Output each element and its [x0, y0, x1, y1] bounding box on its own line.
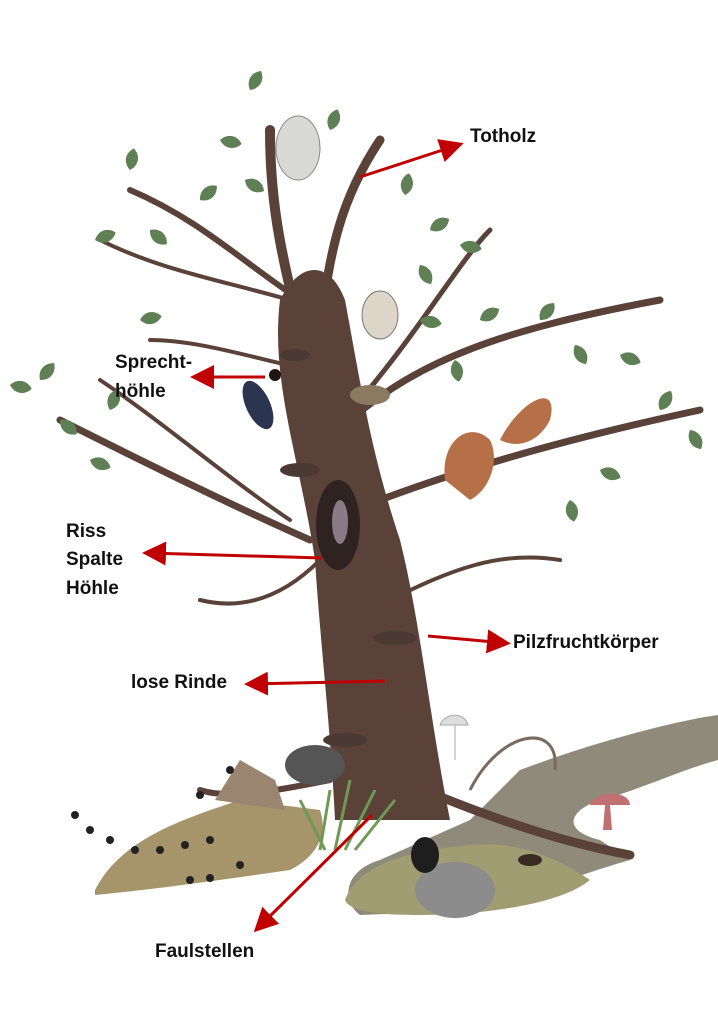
label-totholz: Totholz	[470, 126, 537, 147]
arrow-rinde	[244, 671, 386, 696]
arrow-pilz	[427, 629, 511, 654]
label-riss: Riss	[66, 521, 107, 542]
arrow-faulstellen	[253, 813, 374, 933]
arrows	[142, 139, 511, 933]
arrow-totholz	[359, 139, 464, 179]
bat	[332, 500, 348, 544]
mushrooms-white	[439, 714, 469, 760]
nest	[350, 385, 390, 405]
squirrel	[444, 398, 552, 500]
beetles	[71, 766, 244, 884]
mushroom	[590, 793, 630, 830]
woodpecker	[242, 380, 274, 430]
fern	[468, 736, 557, 791]
label-spechthoehle-line2: höhle	[115, 381, 166, 402]
label-spechthoehle-line1: Sprecht-	[115, 352, 193, 373]
label-spalte: Spalte	[66, 549, 124, 570]
label-faulstellen: Faulstellen	[155, 941, 255, 962]
label-hoehle: Höhle	[66, 578, 119, 599]
label-pilzfruchtkoerper: Pilzfruchtkörper	[513, 632, 659, 653]
stone	[215, 760, 285, 810]
arrow-riss	[142, 541, 323, 566]
stag-beetle	[518, 854, 542, 866]
label-lose-rinde: lose Rinde	[131, 672, 228, 693]
grass	[298, 779, 397, 851]
woodpecker-hole	[269, 369, 281, 381]
hedgehog	[285, 745, 345, 785]
owl	[275, 115, 321, 181]
thrush	[361, 290, 399, 340]
bracket-fungi	[280, 349, 417, 747]
trunk	[278, 270, 450, 820]
mole	[411, 837, 439, 873]
